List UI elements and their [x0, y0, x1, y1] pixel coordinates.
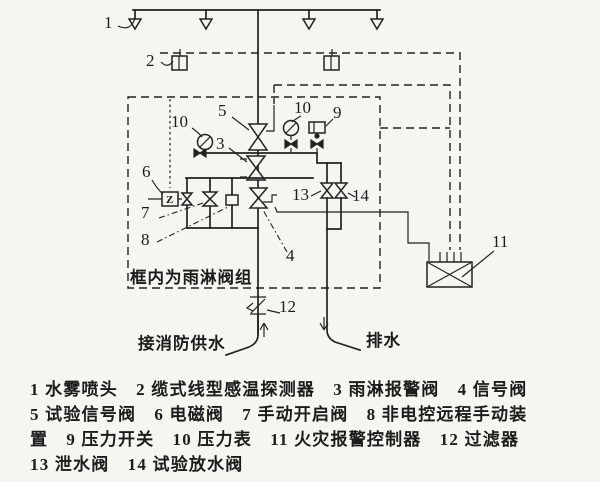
- label-filter: 12: [279, 297, 296, 316]
- actuation-branch: [148, 177, 314, 229]
- solenoid-valve-icon: [161, 191, 179, 207]
- label-gauge-right: 10: [294, 98, 311, 117]
- legend-line-3: 置 9 压力开关 10 压力表 11 火灾报警控制器 12 过滤器: [30, 430, 520, 449]
- flow-arrow-icon: [319, 317, 329, 331]
- mini-valve-icon: [310, 138, 324, 150]
- sprinkler-header: [127, 9, 385, 31]
- label-leaders: [117, 17, 356, 253]
- drain-valve-icon: [319, 182, 335, 199]
- label-signal-valve: 4: [286, 246, 295, 265]
- label-test-signal-valve: 5: [218, 101, 227, 120]
- legend-line-2: 5 试验信号阀 6 电磁阀 7 手动开启阀 8 非电控远程手动装: [30, 405, 528, 424]
- label-nozzle: 1: [104, 13, 113, 32]
- supply-line: [224, 296, 281, 357]
- pressure-switch-icon: [308, 121, 326, 134]
- label-solenoid-valve: 6: [142, 162, 151, 181]
- legend-line-4: 13 泄水阀 14 试验放水阀: [30, 455, 244, 474]
- manual-open-valve-icon: [201, 191, 219, 207]
- legend-line-1: 1 水雾喷头 2 缆式线型感温探测器 3 雨淋报警阀 4 信号阀: [30, 380, 528, 399]
- deluge-alarm-valve-icon: [245, 155, 267, 181]
- filter-icon: [245, 296, 266, 315]
- label-controller: 11: [492, 232, 509, 251]
- heat-detector-icon: [171, 49, 340, 71]
- nozzle-icon: [301, 18, 317, 31]
- detection-wiring-dashed: [160, 52, 461, 250]
- label-drain-valve: 13: [292, 185, 309, 204]
- mini-valve-icon: [193, 147, 207, 159]
- label-gauge-left: 10: [171, 112, 188, 131]
- drain-branch: [319, 162, 362, 352]
- test-signal-valve-icon: [247, 123, 269, 151]
- nozzle-icon: [127, 18, 143, 31]
- nozzle-icon: [369, 18, 385, 31]
- flow-arrow-icon: [259, 322, 269, 337]
- nozzle-icon: [198, 18, 214, 31]
- label-alarm-valve: 3: [216, 134, 225, 153]
- label-test-drain-valve: 14: [352, 186, 369, 205]
- signal-valve-icon: [248, 187, 269, 209]
- test-drain-valve-icon: [333, 182, 349, 199]
- supply-note-text: 接消防供水: [138, 334, 226, 353]
- mini-valve-icon: [284, 138, 298, 150]
- main-line-valves: [240, 105, 277, 209]
- label-manual-device: 8: [141, 230, 150, 249]
- mini-valve-icon: [180, 192, 194, 206]
- alarm-manifold: [193, 119, 342, 164]
- solenoid-glyph-icon: Z: [166, 194, 174, 206]
- label-pressure-switch: 9: [333, 103, 342, 122]
- label-detector: 2: [146, 51, 155, 70]
- drain-note-text: 排水: [366, 331, 401, 350]
- manual-device-icon: [225, 194, 239, 206]
- label-manual-open-valve: 7: [141, 203, 150, 222]
- frame-note-text: 框内为雨淋阀组: [130, 268, 253, 287]
- controller-box: [274, 206, 495, 288]
